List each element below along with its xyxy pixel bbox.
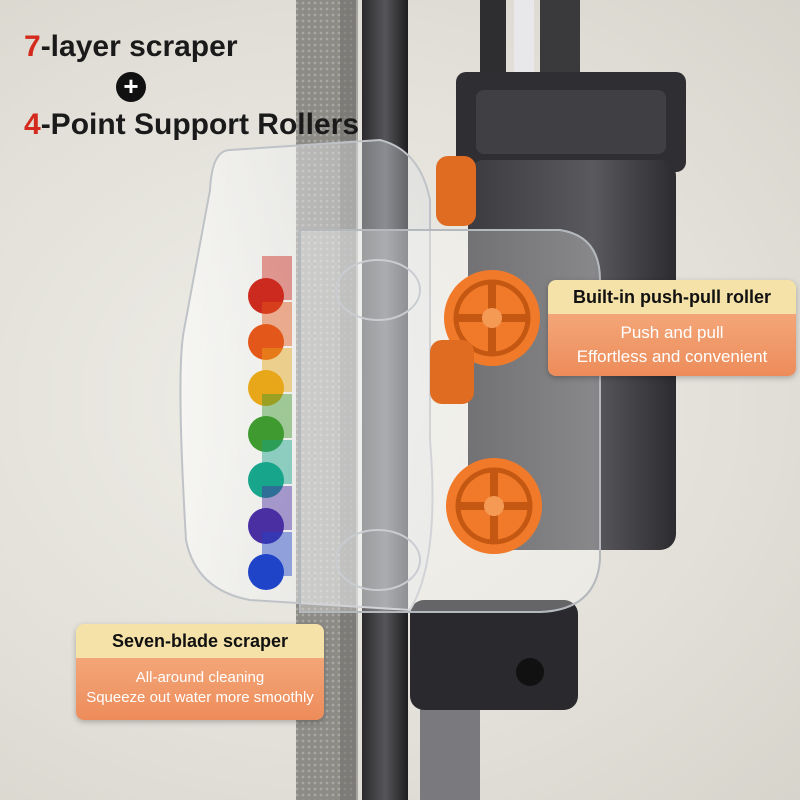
headline-line-2: 4-Point Support Rollers — [24, 108, 359, 142]
roller-callout-line-2: Effortless and convenient — [576, 347, 768, 366]
roller-callout-title: Built-in push-pull roller — [548, 280, 796, 314]
seven-blade-scraper-callout: Seven-blade scraper All-around cleaning … — [76, 624, 324, 720]
roller-callout-line-1: Push and pull — [620, 323, 724, 342]
blade-1 — [248, 278, 284, 314]
push-pull-roller-lower — [446, 458, 542, 554]
blade-3 — [248, 370, 284, 406]
blade-7 — [248, 554, 284, 590]
push-pull-roller-callout: Built-in push-pull roller Push and pull … — [548, 280, 796, 376]
seven-blade-scraper — [248, 256, 292, 590]
headline-text-1: -layer scraper — [40, 30, 238, 63]
roller-callout-body: Push and pull Effortless and convenient — [548, 314, 796, 376]
headline-text-2: -Point Support Rollers — [40, 108, 360, 141]
headline-line-1: 7-layer scraper — [24, 30, 238, 64]
middle-roller — [430, 340, 474, 404]
blade-5 — [248, 462, 284, 498]
scraper-callout-body: All-around cleaning Squeeze out water mo… — [76, 658, 324, 720]
plus-icon: + — [116, 72, 146, 102]
blade-2 — [248, 324, 284, 360]
scraper-callout-line-2: Squeeze out water more smoothly — [86, 689, 314, 706]
top-small-roller — [436, 156, 476, 226]
headline-number-7: 7 — [24, 30, 41, 63]
scraper-callout-title: Seven-blade scraper — [76, 624, 324, 658]
blade-6 — [248, 508, 284, 544]
scraper-callout-line-1: All-around cleaning — [135, 669, 265, 686]
blade-4 — [248, 416, 284, 452]
headline-number-4: 4 — [24, 108, 41, 141]
